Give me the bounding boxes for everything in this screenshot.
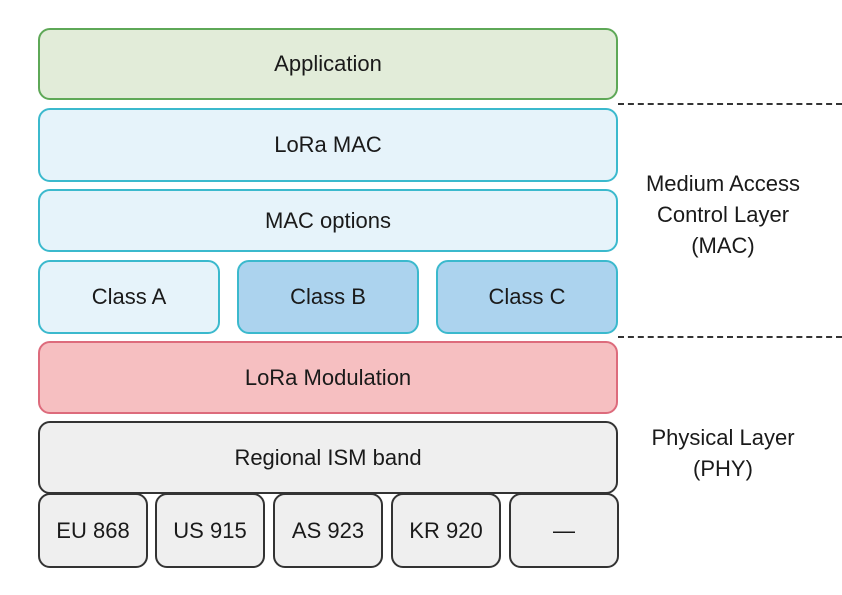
mac-top-divider — [618, 103, 842, 105]
mac-options-label: MAC options — [265, 207, 391, 233]
regional-ism-band-label: Regional ISM band — [234, 444, 422, 470]
band-as923-box: AS 923 — [273, 493, 383, 568]
class-b-label: Class B — [290, 284, 366, 309]
band-us915-label: US 915 — [173, 517, 247, 543]
band-eu868-label: EU 868 — [56, 517, 130, 543]
phy-caption-line-2: (PHY) — [693, 456, 753, 481]
phy-layer-caption: Physical Layer (PHY) — [618, 422, 828, 484]
class-a-box: Class A — [38, 260, 220, 334]
lora-mac-label: LoRa MAC — [274, 132, 382, 157]
mac-layer-caption: Medium Access Control Layer (MAC) — [618, 168, 828, 261]
mac-caption-line-2: Control Layer — [656, 202, 790, 227]
class-b-box: Class B — [237, 260, 419, 334]
band-kr920-label: KR 920 — [409, 517, 483, 543]
class-c-box: Class C — [436, 260, 618, 334]
band-as923-label: AS 923 — [291, 517, 365, 543]
band-other-box: — — [509, 493, 619, 568]
mac-caption-line-3: (MAC) — [691, 233, 755, 258]
lora-modulation-box: LoRa Modulation — [38, 341, 618, 414]
application-layer-box: Application — [38, 28, 618, 100]
band-eu868-box: EU 868 — [38, 493, 148, 568]
application-label: Application — [274, 51, 382, 76]
lora-modulation-label: LoRa Modulation — [244, 364, 412, 390]
band-kr920-box: KR 920 — [391, 493, 501, 568]
mac-options-box: MAC options — [38, 189, 618, 252]
regional-ism-band-box: Regional ISM band — [38, 421, 618, 494]
band-other-label: — — [553, 517, 575, 543]
lora-mac-box: LoRa MAC — [38, 108, 618, 182]
class-a-label: Class A — [91, 284, 167, 309]
band-us915-box: US 915 — [155, 493, 265, 568]
phy-caption-line-1: Physical Layer — [651, 425, 795, 450]
mac-bottom-divider — [618, 336, 842, 338]
mac-caption-line-1: Medium Access — [645, 171, 801, 196]
class-c-label: Class C — [488, 284, 566, 309]
